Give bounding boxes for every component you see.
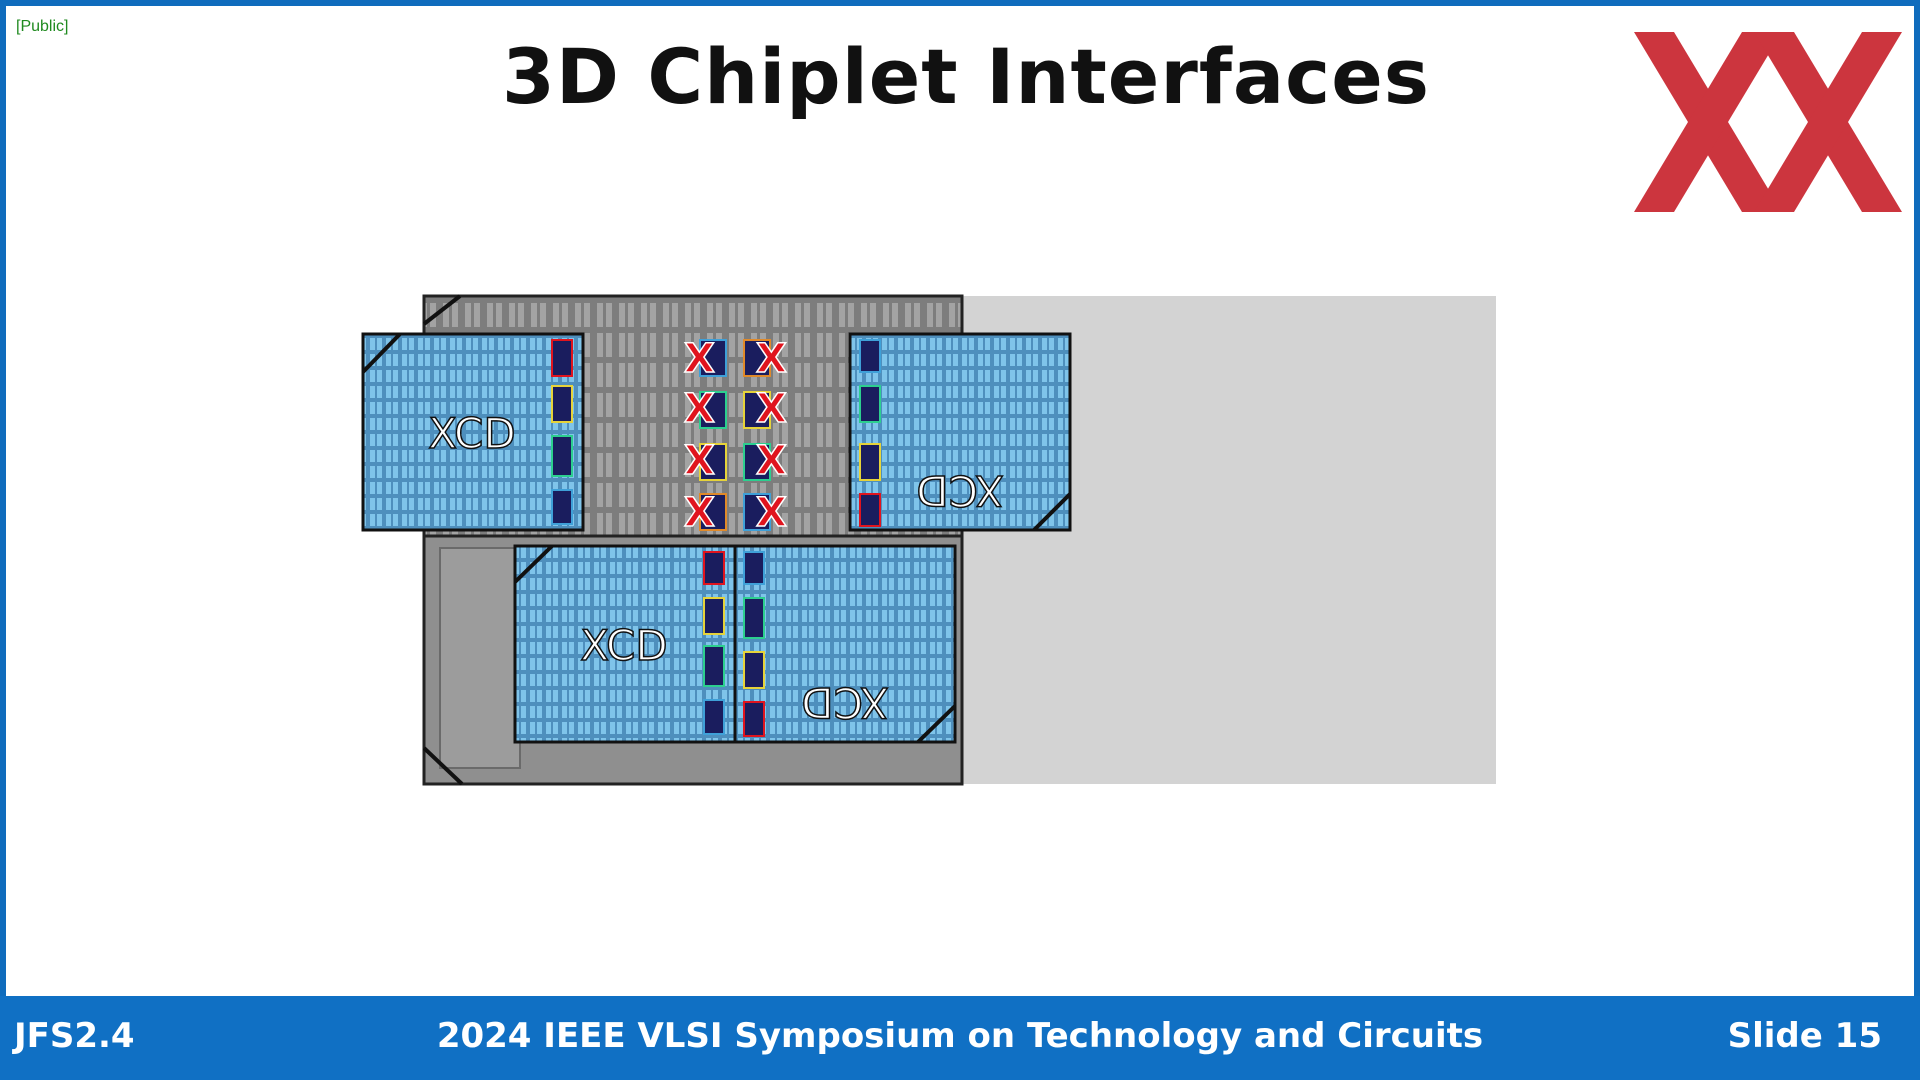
classification-tag: [Public] — [16, 18, 69, 35]
xcd-die-bottom-right: XCD — [733, 544, 957, 744]
xcd-label-mirrored: XCD — [916, 466, 1003, 515]
x-marker: X — [684, 438, 715, 484]
xcd-die-bottom-left: XCD — [513, 544, 737, 744]
x-marker: X — [684, 386, 715, 432]
conference-name: 2024 IEEE VLSI Symposium on Technology a… — [436, 1016, 1484, 1056]
session-id: JFS2.4 — [14, 1016, 135, 1056]
footer-bar: JFS2.4 2024 IEEE VLSI Symposium on Techn… — [0, 996, 1920, 1080]
x-marker: X — [684, 490, 715, 536]
xcd-label: XCD — [428, 409, 515, 458]
xcd-label: XCD — [580, 621, 667, 670]
disabled-markers: X X X X X X X X — [683, 335, 788, 537]
x-marker: X — [756, 490, 787, 536]
xcd-label-mirrored: XCD — [801, 678, 888, 727]
xcd-die-top-right: XCD — [848, 332, 1072, 532]
x-marker: X — [684, 336, 715, 382]
slide-number: Slide 15 — [1727, 1016, 1882, 1056]
red-xx-logo — [1634, 32, 1902, 212]
x-marker: X — [756, 386, 787, 432]
chiplet-diagram: X X X X X X X X XCD XCD XCD — [361, 294, 1496, 786]
slide-title: 3D Chiplet Interfaces — [501, 32, 1431, 121]
xcd-die-top-left: XCD — [361, 332, 585, 532]
interconnect-pads — [699, 339, 771, 531]
x-marker: X — [756, 336, 787, 382]
x-marker: X — [756, 438, 787, 484]
